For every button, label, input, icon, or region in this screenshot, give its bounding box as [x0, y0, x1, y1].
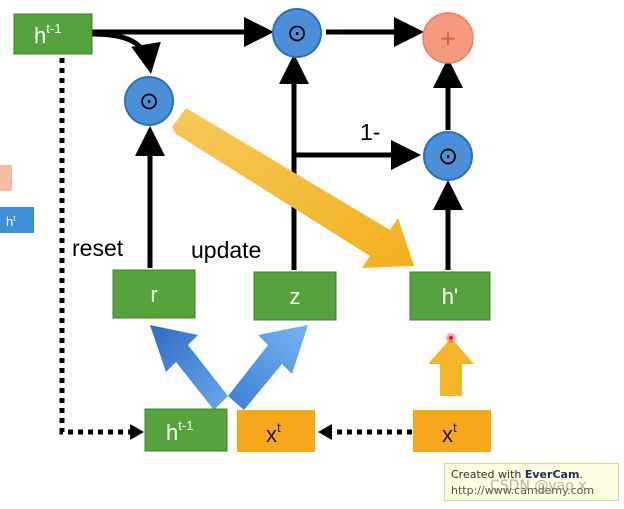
blue-arrow-to-z: [228, 325, 308, 410]
plus-circle: +: [422, 12, 474, 64]
one-minus-label: 1-: [360, 119, 380, 145]
multiply-circle-reset: ⊙: [124, 76, 174, 126]
blue-arrow-to-r: [150, 325, 228, 410]
svg-text:ht-1: ht-1: [34, 21, 61, 48]
dotted-xmid-arrowhead: [318, 424, 332, 440]
svg-text:ht-1: ht-1: [166, 418, 193, 445]
svg-text:xt: xt: [266, 420, 281, 447]
svg-text:h': h': [442, 284, 458, 309]
svg-text:r: r: [150, 282, 157, 307]
r-box: r: [112, 269, 196, 319]
reset-label: reset: [72, 235, 124, 261]
orange-diagonal-arrow: [172, 108, 414, 268]
svg-text:⊙: ⊙: [139, 87, 159, 115]
dotted-hprev-arrowhead: [130, 424, 144, 440]
x-mid-box: xt: [237, 410, 315, 452]
h-candidate-box: h': [409, 271, 491, 321]
orange-up-arrow: [428, 338, 474, 396]
dotted-hprev-to-hprev-bottom: [59, 58, 132, 435]
side-blue-box: [0, 207, 34, 233]
svg-text:⊙: ⊙: [287, 19, 307, 47]
h-prev-top-box: ht-1: [13, 13, 93, 55]
update-label: update: [191, 237, 261, 263]
svg-text:xt: xt: [442, 420, 457, 447]
watermark-url: http://www.camdemy.com: [451, 484, 595, 497]
cursor-marker: [446, 333, 456, 343]
evercam-watermark: Created with EverCam. http://www.camdemy…: [444, 463, 619, 501]
multiply-circle-top: ⊙: [272, 8, 322, 58]
side-h-label: ht: [6, 214, 16, 229]
line-hprev-to-reset-mult: [91, 31, 161, 74]
csdn-watermark: CSDN @yao x: [490, 478, 587, 494]
svg-text:+: +: [440, 26, 457, 50]
watermark-line-1: Created with EverCam.: [451, 468, 583, 481]
x-right-box: xt: [413, 410, 491, 452]
side-orange-fragment: [0, 165, 12, 191]
z-box: z: [253, 271, 337, 321]
svg-text:z: z: [290, 284, 301, 309]
multiply-circle-right: ⊙: [423, 131, 473, 181]
svg-text:⊙: ⊙: [438, 142, 458, 170]
h-prev-bottom-box: ht-1: [144, 408, 228, 452]
